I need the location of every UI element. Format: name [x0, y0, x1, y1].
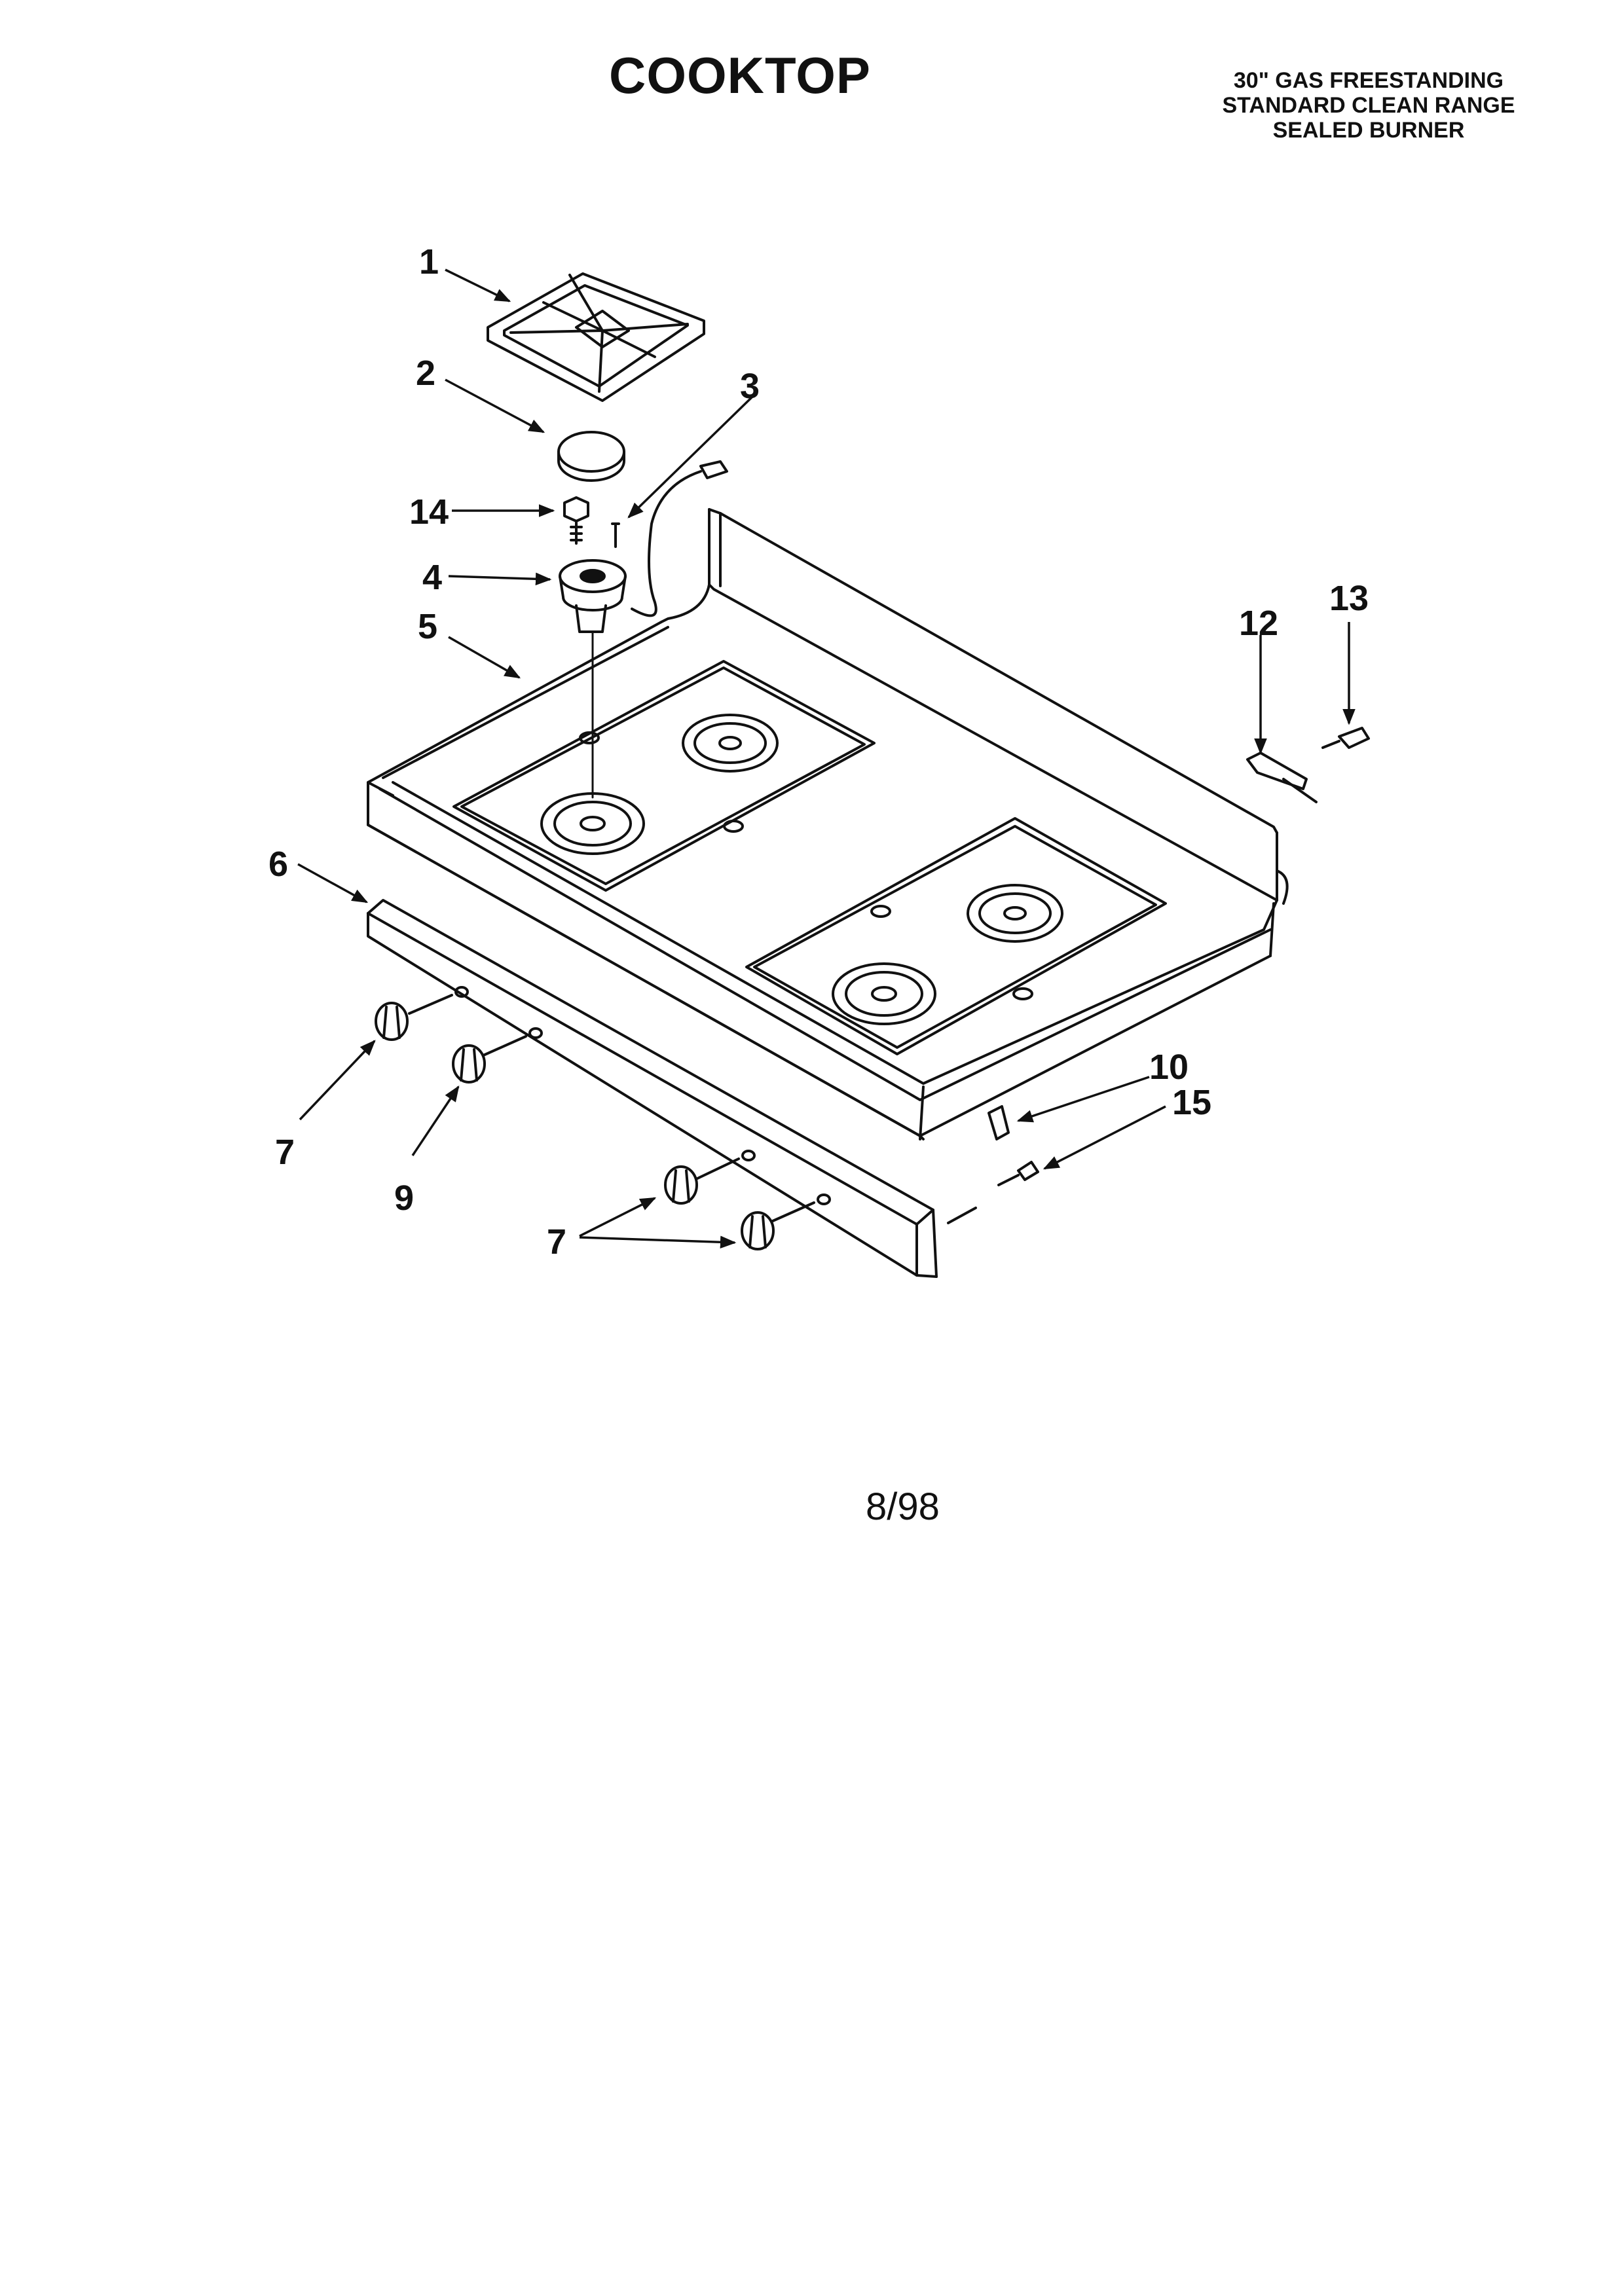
- burner-cap: [557, 431, 625, 482]
- callout-15: 15: [1172, 1083, 1211, 1122]
- callout-6: 6: [268, 845, 288, 884]
- callout-1: 1: [419, 242, 439, 282]
- burner-grate: [487, 272, 705, 402]
- callout-2: 2: [416, 354, 435, 393]
- igniter-electrode-wire: [611, 460, 728, 617]
- callout-4: 4: [422, 558, 442, 597]
- control-knob[interactable]: [452, 1044, 486, 1084]
- subtitle-line-3: SEALED BURNER: [1272, 118, 1465, 143]
- subtitle-line-1: 30" GAS FREESTANDING: [1233, 68, 1504, 93]
- callout-5: 5: [418, 607, 437, 646]
- screw: [563, 496, 589, 545]
- burner-base: [559, 559, 627, 799]
- callout-7: 7: [275, 1133, 295, 1172]
- callout-9: 9: [394, 1178, 414, 1218]
- igniter-bracket: [1246, 752, 1318, 803]
- screw: [1321, 727, 1370, 749]
- subtitle-line-2: STANDARD CLEAN RANGE: [1222, 93, 1515, 118]
- model-description: 30" GAS FREESTANDING STANDARD CLEAN RANG…: [1198, 68, 1539, 143]
- control-knob[interactable]: [741, 1211, 775, 1250]
- callout-12: 12: [1239, 604, 1278, 643]
- callout-14: 14: [409, 492, 449, 532]
- callout-10: 10: [1149, 1048, 1189, 1087]
- callout-7: 7: [547, 1222, 566, 1262]
- callout-13: 13: [1329, 579, 1369, 618]
- control-panel-strip: [367, 899, 977, 1278]
- control-knob[interactable]: [664, 1165, 698, 1205]
- page-title: COOKTOP: [609, 46, 871, 104]
- screw: [997, 1161, 1039, 1186]
- mounting-clip: [987, 1105, 1010, 1140]
- cooktop: [367, 508, 1289, 1140]
- callout-3: 3: [740, 367, 760, 406]
- revision-date: 8/98: [866, 1485, 940, 1528]
- control-knob[interactable]: [375, 1002, 409, 1041]
